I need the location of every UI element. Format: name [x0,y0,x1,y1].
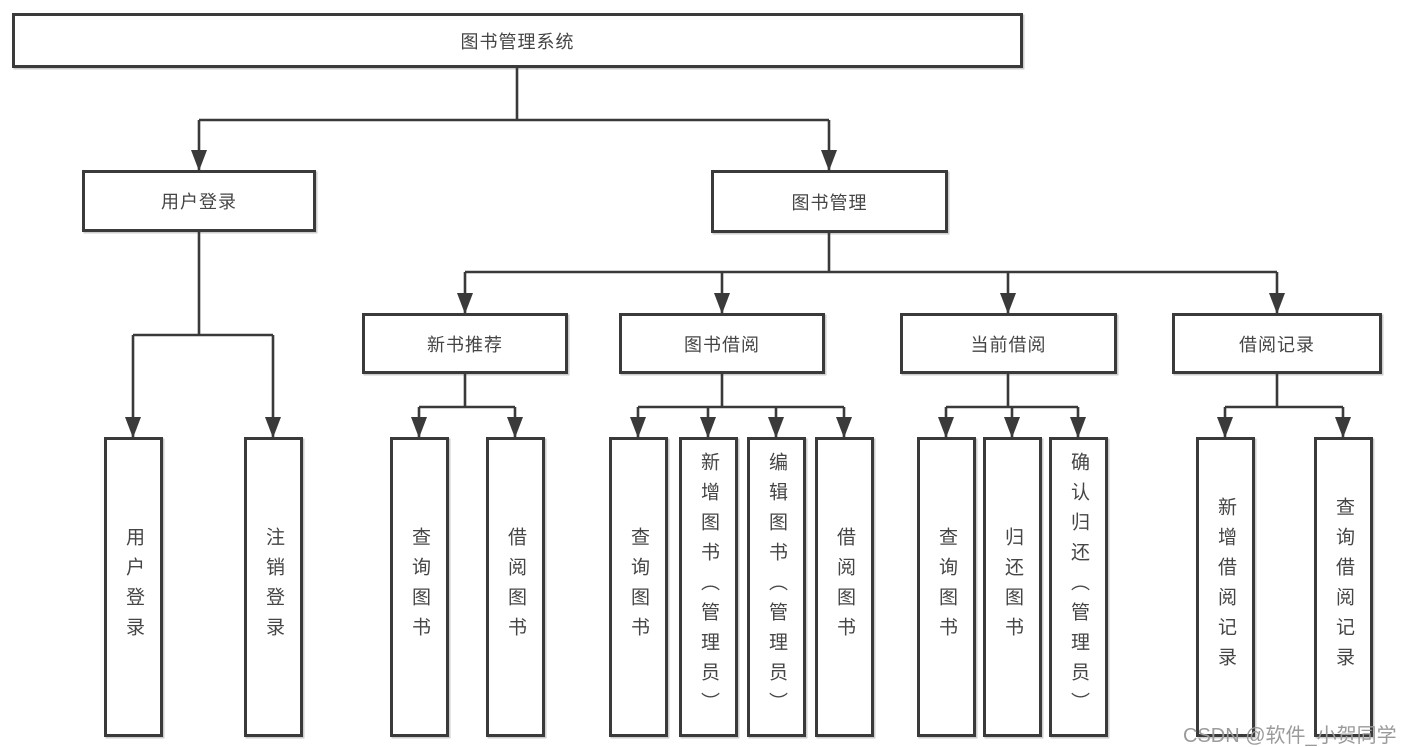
arrow-icon [1000,293,1016,314]
node-leaf-user-login: 用户登录 [104,437,163,737]
node-leaf-borrow-books-borrowing: 借阅图书 [815,437,874,737]
node-leaf-logout: 注销登录 [244,437,303,737]
node-user-login-label: 用户登录 [161,192,237,212]
arrowheads [125,150,1351,438]
node-leaf-borrow-books-recommend-label: 借阅图书 [505,527,526,647]
connector-book-borrowing-to-leaves [636,374,846,439]
node-leaf-query-borrowing-record: 查询借阅记录 [1314,437,1373,737]
arrow-icon [700,417,716,438]
arrow-icon [1004,417,1020,438]
arrow-icon [411,417,427,438]
node-leaf-confirm-return-admin: 确认归还（管理员） [1049,437,1108,737]
connector-new-book-recommendation-to-leaves [417,374,517,439]
node-current-borrowing-label: 当前借阅 [970,334,1047,355]
arrow-icon [630,417,646,438]
node-book-borrowing-label: 图书借阅 [684,334,760,355]
node-leaf-edit-books-admin-label: 编辑图书（管理员） [766,452,787,722]
node-leaf-borrow-books-recommend: 借阅图书 [486,437,545,737]
node-leaf-return-books: 归还图书 [983,437,1042,737]
arrow-icon [457,293,473,314]
arrow-icon [714,293,730,314]
connector-root-to-level2 [197,68,831,172]
node-book-borrowing: 图书借阅 [619,313,825,374]
arrow-icon [1217,417,1233,438]
arrow-icon [821,150,837,171]
node-leaf-return-books-label: 归还图书 [1002,527,1023,647]
node-root-label: 图书管理系统 [460,31,575,52]
connector-book-management-to-level3 [463,233,1279,315]
node-leaf-add-books-admin-label: 新增图书（管理员） [698,452,719,722]
node-leaf-confirm-return-admin-label: 确认归还（管理员） [1068,452,1089,722]
node-new-book-recommendation: 新书推荐 [362,313,568,374]
node-leaf-query-books-current-label: 查询图书 [936,527,957,647]
node-current-borrowing: 当前借阅 [900,313,1117,374]
node-leaf-query-books-recommend: 查询图书 [390,437,449,737]
arrow-icon [836,417,852,438]
node-leaf-query-borrowing-record-label: 查询借阅记录 [1333,497,1354,677]
arrow-icon [125,417,141,438]
arrow-icon [1070,417,1086,438]
node-leaf-query-books-recommend-label: 查询图书 [409,527,430,647]
connector-borrowing-records-to-leaves [1223,374,1345,439]
node-leaf-borrow-books-borrowing-label: 借阅图书 [834,527,855,647]
connector-user-login-to-leaves [131,232,275,439]
node-user-login: 用户登录 [82,170,316,232]
node-leaf-edit-books-admin: 编辑图书（管理员） [747,437,806,737]
node-leaf-logout-label: 注销登录 [263,527,284,647]
arrow-icon [938,417,954,438]
node-book-management-label: 图书管理 [791,192,868,213]
node-new-book-recommendation-label: 新书推荐 [427,334,503,355]
arrow-icon [191,150,207,171]
node-leaf-add-borrowing-record-label: 新增借阅记录 [1215,497,1236,677]
node-leaf-query-books-borrowing-label: 查询图书 [628,527,649,647]
node-leaf-query-books-borrowing: 查询图书 [609,437,668,737]
node-leaf-add-books-admin: 新增图书（管理员） [679,437,738,737]
arrow-icon [265,417,281,438]
arrow-icon [1269,293,1285,314]
node-leaf-query-books-current: 查询图书 [917,437,976,737]
arrow-icon [768,417,784,438]
arrow-icon [1335,417,1351,438]
arrow-icon [507,417,523,438]
node-borrowing-records-label: 借阅记录 [1239,334,1315,355]
node-leaf-add-borrowing-record: 新增借阅记录 [1196,437,1255,737]
node-borrowing-records: 借阅记录 [1172,313,1382,374]
node-book-management: 图书管理 [711,170,948,233]
watermark: CSDN @软件_小贺同学 [1183,725,1397,747]
node-root: 图书管理系统 [12,13,1023,68]
node-leaf-user-login-label: 用户登录 [123,527,144,647]
